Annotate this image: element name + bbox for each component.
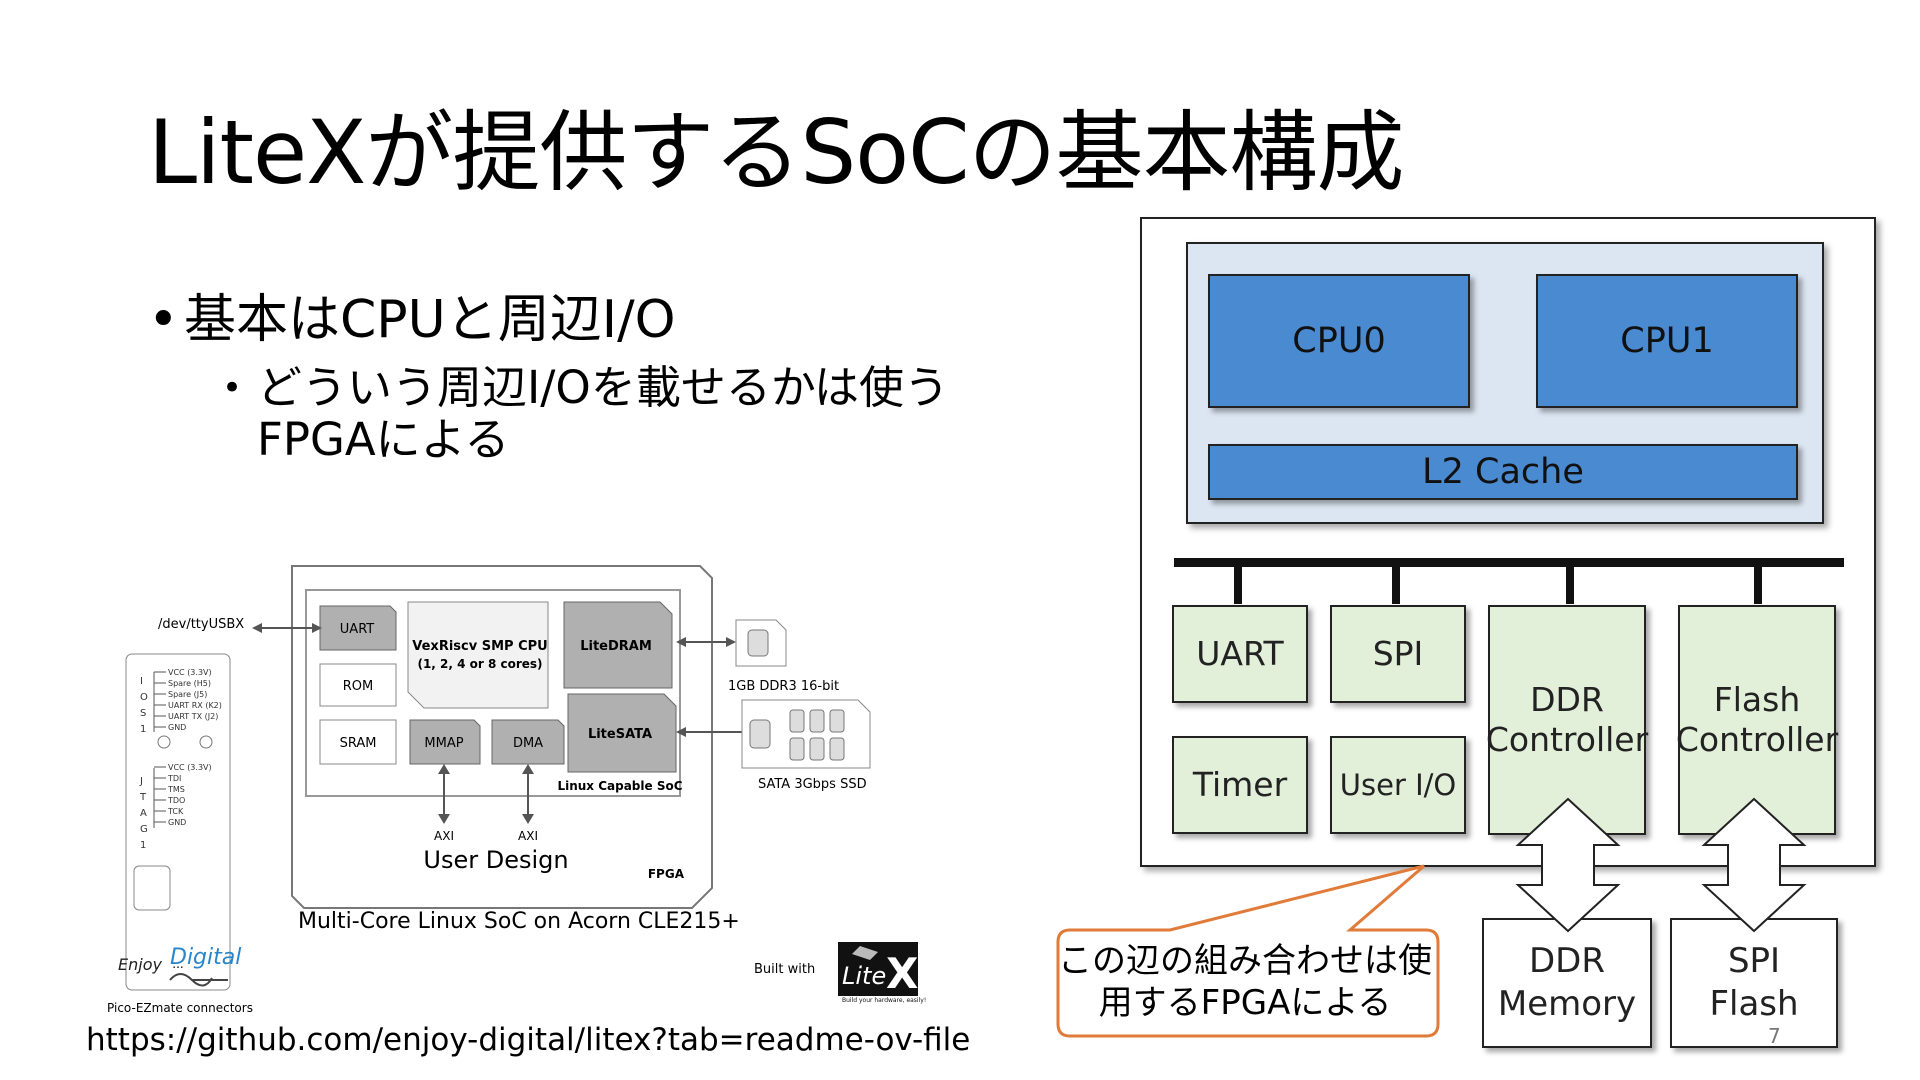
fig-mmap: MMAP — [424, 736, 463, 751]
fig-rom: ROM — [343, 679, 373, 694]
fig-user-design: User Design — [423, 846, 568, 874]
bullet-dot: • — [222, 368, 243, 408]
ddr-memory-block: DDR Memory — [1482, 918, 1652, 1048]
fig-ddr3: 1GB DDR3 16-bit — [728, 679, 839, 694]
fig-built-with: Built with — [754, 962, 815, 977]
fig-ios-letter: 1 — [140, 724, 146, 735]
l2-cache-block: L2 Cache — [1208, 444, 1798, 500]
fig-jtag-letter: T — [139, 792, 147, 803]
source-url[interactable]: https://github.com/enjoy-digital/litex?t… — [86, 1022, 971, 1058]
fig-linux-soc: Linux Capable SoC — [557, 779, 682, 793]
logo-lite: Lite — [842, 962, 886, 990]
bullet-level2-text: どういう周辺I/Oを載せるかは使うFPGAによる — [257, 361, 950, 466]
cpu0-block: CPU0 — [1208, 274, 1470, 408]
fig-ios-letter: I — [140, 676, 143, 687]
fig-pin-io: Spare (J5) — [168, 690, 207, 699]
fig-jtag-letter: A — [140, 808, 147, 819]
fig-jtag-letter: 1 — [140, 840, 146, 851]
fig-pin-io: GND — [168, 723, 186, 732]
fig-pin-io: UART RX (K2) — [168, 701, 222, 710]
cpu1-block: CPU1 — [1536, 274, 1798, 408]
litex-logo: Lite X Build your hardware, easily! — [838, 942, 926, 1004]
user-io-block: User I/O — [1330, 736, 1466, 834]
litex-soc-figure: UART ROM SRAM VexRiscv SMP CPU (1, 2, 4 … — [107, 565, 926, 1015]
fig-pin-jtag: TDI — [167, 774, 181, 783]
memory-arrows — [1515, 797, 1807, 933]
fig-pin-jtag: VCC (3.3V) — [168, 763, 212, 772]
fig-fpga: FPGA — [648, 867, 685, 881]
fig-caption: Multi-Core Linux SoC on Acorn CLE215+ — [298, 909, 740, 934]
bullet-level1: •基本はCPUと周辺I/O — [148, 290, 676, 350]
ddr-double-arrow — [1515, 797, 1621, 933]
fig-ios-letter: O — [140, 692, 148, 703]
system-bus — [1174, 558, 1844, 604]
callout-text: この辺の組み合わせは使用するFPGAによる — [1058, 941, 1432, 1023]
enjoy-digital-logo: Enjoy Digital — [118, 945, 241, 987]
fig-jtag-letter: G — [140, 824, 148, 835]
fig-axi-1: AXI — [434, 829, 454, 843]
fig-pin-io: Spare (H5) — [168, 679, 211, 688]
fig-tty: /dev/ttyUSBX — [158, 617, 244, 632]
fig-uart: UART — [340, 622, 374, 637]
flash-controller-block: Flash Controller — [1676, 605, 1838, 835]
uart-block: UART — [1172, 605, 1308, 703]
timer-block: Timer — [1172, 736, 1308, 834]
fig-cpu: VexRiscv SMP CPU — [412, 639, 547, 654]
fig-ios-letter: S — [140, 708, 146, 719]
fig-axi-2: AXI — [518, 829, 538, 843]
fig-pin-jtag: GND — [168, 818, 186, 827]
fig-jtag-letter: J — [139, 776, 143, 787]
fig-litesata: LiteSATA — [588, 727, 652, 742]
fig-pin-jtag: TCK — [167, 807, 184, 816]
logo-tagline: Build your hardware, easily! — [842, 997, 926, 1004]
fig-cpu-cores: (1, 2, 4 or 8 cores) — [417, 657, 542, 671]
fig-sata: SATA 3Gbps SSD — [758, 777, 867, 792]
logo-enjoy: Enjoy — [118, 955, 162, 974]
fig-pin-jtag: TMS — [167, 785, 185, 794]
fig-pin-io: UART TX (J2) — [168, 712, 218, 721]
fig-ellipsis: ... — [172, 957, 183, 971]
ddr-controller-block: DDR Controller — [1486, 605, 1648, 835]
bullet-level1-text: 基本はCPUと周辺I/O — [184, 290, 676, 350]
page-number: 7 — [1768, 1024, 1781, 1048]
flash-double-arrow — [1701, 797, 1807, 933]
fig-pin-jtag: TDO — [167, 796, 185, 805]
fig-pin-io: VCC (3.3V) — [168, 668, 212, 677]
slide-title: LiteXが提供するSoCの基本構成 — [148, 101, 1405, 204]
fig-pico-label: Pico-EZmate connectors — [107, 1001, 253, 1015]
fig-litedram: LiteDRAM — [580, 639, 652, 654]
logo-digital: Digital — [170, 945, 241, 970]
fig-sram: SRAM — [340, 736, 377, 751]
callout-bubble — [1056, 864, 1440, 1038]
bullet-dot: • — [148, 290, 179, 350]
spi-flash-block: SPI Flash — [1670, 918, 1838, 1048]
fig-dma: DMA — [513, 736, 543, 751]
spi-block: SPI — [1330, 605, 1466, 703]
logo-x: X — [886, 949, 918, 998]
bullet-level2: • どういう周辺I/Oを載せるかは使うFPGAによる — [222, 362, 1022, 466]
